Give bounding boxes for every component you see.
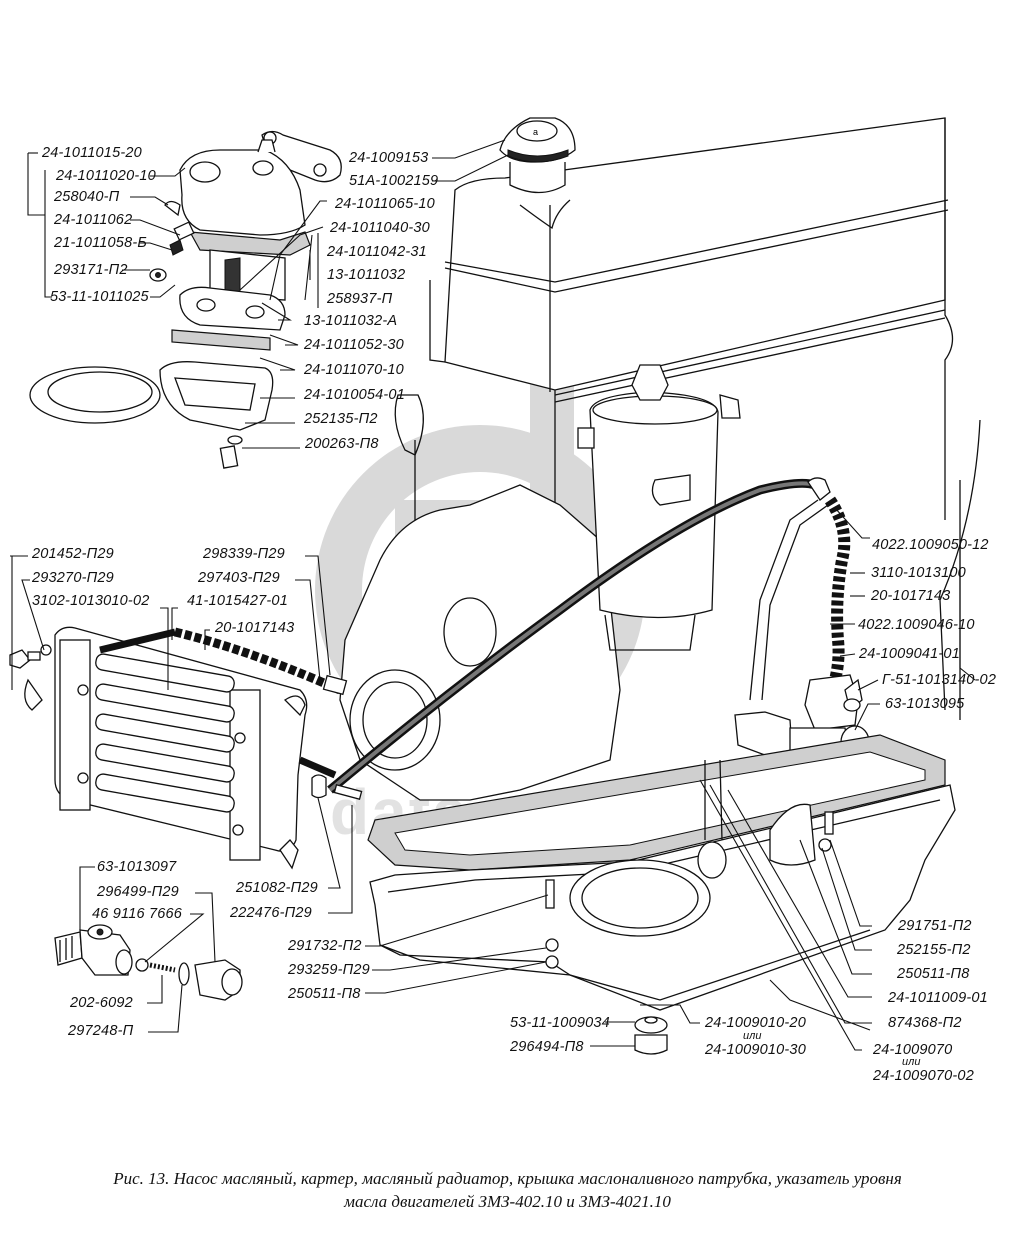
label-251082-p29: 251082-П29 bbox=[236, 880, 318, 896]
label-297403-p29: 297403-П29 bbox=[198, 570, 280, 586]
label-296499-p29: 296499-П29 bbox=[97, 884, 179, 900]
label-252135-p2: 252135-П2 bbox=[304, 411, 378, 427]
label-4022-1009050-12: 4022.1009050-12 bbox=[872, 537, 989, 553]
label-24-1011009-01: 24-1011009-01 bbox=[888, 990, 988, 1006]
oil-cooler bbox=[9, 626, 348, 870]
label-3102-1013010-02: 3102-1013010-02 bbox=[32, 593, 150, 609]
label-24-1009010-20: 24-1009010-20 bbox=[705, 1015, 806, 1031]
drain-plug bbox=[634, 1016, 668, 1055]
label-874368-p2: 874368-П2 bbox=[888, 1015, 962, 1031]
label-g-51-1013140-02: Г-51-1013140-02 bbox=[882, 672, 997, 688]
label-258937-p: 258937-П bbox=[327, 291, 393, 307]
label-24-1011052-30: 24-1011052-30 bbox=[304, 337, 404, 353]
label-250511-p8-right: 250511-П8 bbox=[897, 966, 970, 982]
label-201452-p29: 201452-П29 bbox=[32, 546, 114, 562]
label-291732-p2: 291732-П2 bbox=[288, 938, 362, 954]
label-293171-p2: 293171-П2 bbox=[54, 262, 128, 278]
label-24-1009010-30: 24-1009010-30 bbox=[705, 1042, 806, 1058]
label-20-1017143-dipstick: 20-1017143 bbox=[871, 588, 951, 604]
label-13-1011032-a: 13-1011032-А bbox=[304, 313, 398, 329]
label-53-11-1011025: 53-11-1011025 bbox=[50, 289, 149, 305]
label-252155-p2: 252155-П2 bbox=[897, 942, 971, 958]
oil-filler-cap: a bbox=[499, 117, 576, 194]
label-297248-p: 297248-П bbox=[68, 1023, 134, 1039]
label-24-1011065-10: 24-1011065-10 bbox=[335, 196, 435, 212]
label-24-1009153: 24-1009153 bbox=[349, 150, 429, 166]
label-24-1011040-30: 24-1011040-30 bbox=[330, 220, 430, 236]
label-41-1015427-01: 41-1015427-01 bbox=[187, 593, 288, 609]
engine-block bbox=[339, 117, 981, 801]
figure-caption-line-1: Рис. 13. Насос масляный, картер, масляны… bbox=[113, 1169, 902, 1188]
label-293270-p29: 293270-П29 bbox=[32, 570, 114, 586]
label-3110-1013100: 3110-1013100 bbox=[871, 565, 966, 581]
label-24-1011070-10: 24-1011070-10 bbox=[304, 362, 404, 378]
figure-caption-line-2: масла двигателей ЗМЗ-402.10 и ЗМЗ-4021.1… bbox=[344, 1192, 671, 1211]
label-46-9116-7666: 46 9116 7666 bbox=[92, 906, 183, 922]
label-200263-p8: 200263-П8 bbox=[305, 436, 379, 452]
label-13-1011032: 13-1011032 bbox=[327, 267, 406, 283]
label-298339-p29: 298339-П29 bbox=[203, 546, 285, 562]
label-63-1013097: 63-1013097 bbox=[97, 859, 177, 875]
label-291751-p2: 291751-П2 bbox=[898, 918, 972, 934]
radiator-tubes bbox=[95, 653, 235, 813]
label-296494-p8: 296494-П8 bbox=[510, 1039, 584, 1055]
label-51a-1002159: 51A-1002159 bbox=[349, 173, 439, 189]
label-258040-p: 258040-П bbox=[54, 189, 120, 205]
oil-pump bbox=[29, 130, 342, 469]
label-21-1011058-b: 21-1011058-Б bbox=[54, 235, 147, 251]
label-sump-gasket-or: или bbox=[902, 1056, 921, 1068]
label-sump-part-or: или bbox=[743, 1030, 762, 1042]
label-24-1011042-31: 24-1011042-31 bbox=[327, 244, 427, 260]
dipstick-assembly bbox=[734, 477, 870, 759]
label-53-11-1009034: 53-11-1009034 bbox=[510, 1015, 610, 1031]
leader-lines bbox=[10, 139, 976, 1051]
label-222476-p29: 222476-П29 bbox=[230, 905, 312, 921]
label-63-1013095: 63-1013095 bbox=[885, 696, 965, 712]
label-202-6092: 202-6092 bbox=[70, 995, 133, 1011]
label-24-1011015-20: 24-1011015-20 bbox=[42, 145, 142, 161]
label-24-1010054-01: 24-1010054-01 bbox=[304, 387, 405, 403]
label-250511-p8-left: 250511-П8 bbox=[288, 986, 361, 1002]
label-24-1009070-02: 24-1009070-02 bbox=[873, 1068, 974, 1084]
label-24-1011062: 24-1011062 bbox=[54, 212, 133, 228]
label-24-1009041-01: 24-1009041-01 bbox=[859, 646, 960, 662]
protective-spring bbox=[824, 496, 851, 682]
hose-clamp bbox=[311, 774, 363, 801]
dipstick-hose bbox=[327, 478, 817, 794]
label-24-1009070: 24-1009070 bbox=[873, 1042, 953, 1058]
svg-text:a: a bbox=[533, 127, 538, 137]
label-293259-p29: 293259-П29 bbox=[288, 962, 370, 978]
label-24-1011020-10: 24-1011020-10 bbox=[56, 168, 156, 184]
label-4022-1009046-10: 4022.1009046-10 bbox=[858, 617, 975, 633]
tee-fitting bbox=[54, 924, 243, 1001]
label-20-1017143-radiator: 20-1017143 bbox=[215, 620, 295, 636]
